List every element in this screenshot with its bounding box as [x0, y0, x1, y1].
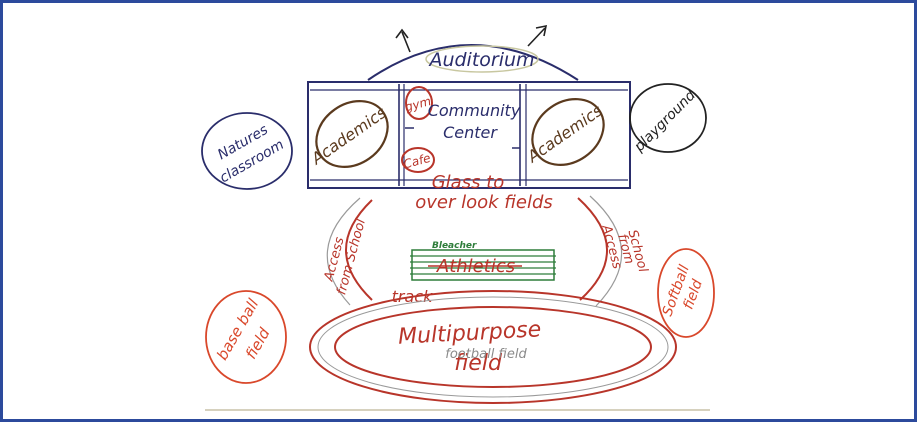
- academics-left-label: Academics: [307, 103, 390, 169]
- arrow-right-icon: [535, 24, 548, 37]
- track-right-curve-gray: [589, 195, 623, 307]
- arrow-left-line: [401, 31, 411, 53]
- track-left-curve-gray: [326, 197, 361, 306]
- field-inner-oval: [334, 306, 652, 388]
- community-center-label-1: Community: [428, 101, 521, 120]
- auditorium-label: Auditorium: [427, 49, 534, 71]
- gym-label: gym: [403, 94, 432, 114]
- track-outer-oval: [309, 290, 677, 404]
- track-right-curve: [577, 197, 608, 301]
- cafe-label: Cafe: [402, 151, 432, 172]
- playground-label: playground: [631, 87, 699, 155]
- baseball-field-oval: [205, 290, 287, 384]
- community-center-label-2: Center: [443, 123, 498, 142]
- track-left-curve: [345, 199, 373, 301]
- arrow-right-line: [527, 27, 546, 47]
- track-gray-oval: [317, 296, 669, 398]
- arrow-left-icon: [395, 28, 409, 39]
- bleacher-label: Bleacher: [432, 241, 477, 251]
- cafe-oval: [401, 147, 435, 173]
- natures-classroom-oval: [201, 112, 293, 190]
- playground-oval: [629, 83, 707, 153]
- multipurpose-label-1: Multipurpose: [398, 317, 542, 349]
- auditorium-arch: [367, 44, 579, 81]
- gym-oval: [405, 86, 433, 120]
- academics-right-label: Academics: [523, 101, 606, 167]
- academics-right-oval: [531, 98, 605, 166]
- academics-left-oval: [315, 100, 389, 168]
- softball-field-oval: [657, 248, 715, 338]
- glass-label-2: over look fields: [415, 192, 553, 213]
- bleacher-box: [411, 249, 555, 281]
- glass-label-1: Glass to: [432, 172, 505, 193]
- multipurpose-label-2: field: [454, 351, 503, 376]
- main-building: [307, 81, 631, 189]
- football-field-label: football field: [445, 347, 527, 362]
- auditorium-oval: [425, 45, 539, 73]
